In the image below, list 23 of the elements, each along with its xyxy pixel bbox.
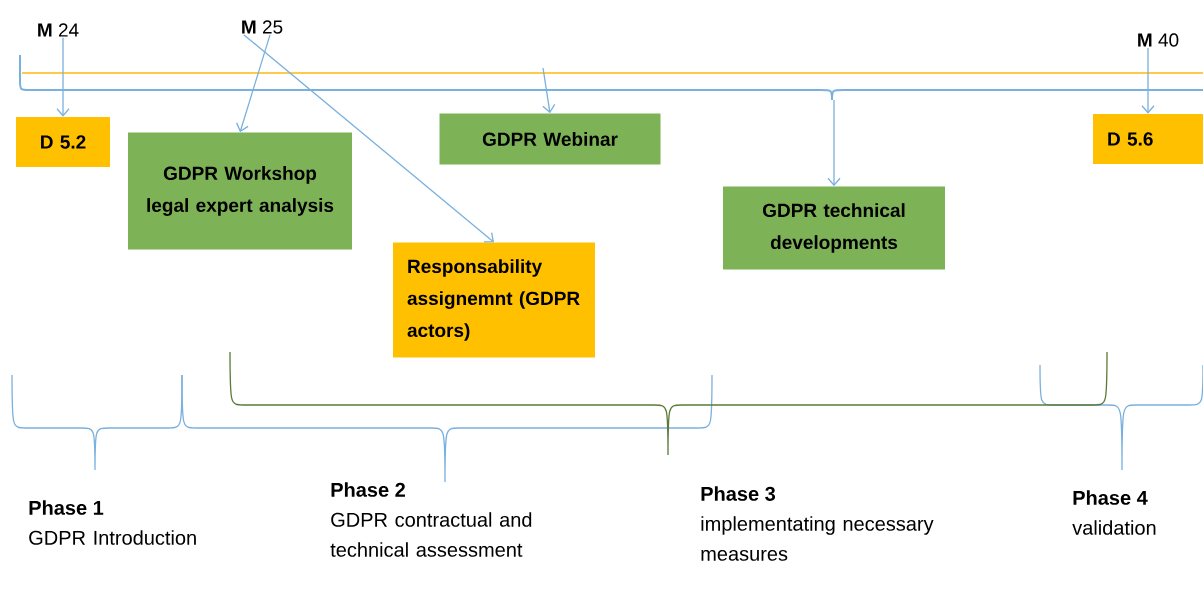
deliverable-box: D 5.2: [16, 117, 110, 167]
phase-title: Phase 2: [331, 482, 405, 497]
arrow: [56, 37, 70, 117]
phase-title: Phase 3: [701, 486, 776, 501]
arrow: [542, 67, 556, 114]
activity-box: GDPR technical developments: [723, 186, 945, 270]
arrow: [1141, 47, 1155, 114]
arrow: [236, 34, 271, 133]
deliverable-box: D 5.6: [1093, 114, 1203, 164]
arrow: [827, 99, 841, 187]
milestone-label: M 25: [242, 20, 283, 34]
phase-description: GDPR contractual and technical assessment: [330, 512, 532, 557]
deliverable-box: Responsability assignemnt (GDPR actors): [393, 242, 595, 358]
milestone-label: M 24: [38, 23, 79, 37]
phase-title: Phase 1: [29, 500, 104, 515]
phase-description: validation: [1072, 520, 1156, 535]
phase-title: Phase 4: [1073, 490, 1148, 505]
milestone-label: M 40: [1138, 33, 1179, 47]
arrow: [243, 34, 494, 243]
activity-box: GDPR Webinar: [439, 113, 661, 165]
phase-description: GDPR Introduction: [29, 530, 196, 545]
phase-description: implementating necessary measures: [701, 516, 934, 561]
activity-box: GDPR Workshop legal expert analysis: [128, 132, 352, 250]
